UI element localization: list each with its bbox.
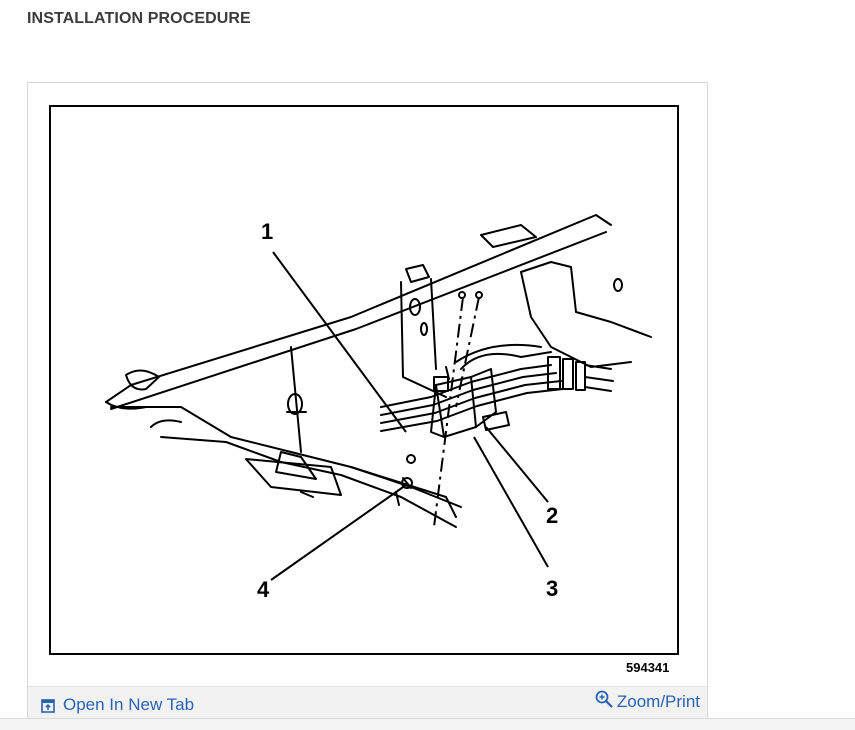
frame-rail-upper-inner [110, 231, 607, 410]
zoom-print-link[interactable]: Zoom/Print [595, 690, 700, 712]
brake-line-3 [380, 380, 562, 424]
callout-3: 3 [546, 576, 558, 601]
frame-line-drawing: 1 2 3 4 [105, 214, 652, 602]
callout-4: 4 [257, 577, 270, 602]
technical-illustration[interactable]: 1 2 3 4 [49, 105, 679, 655]
page-title: INSTALLATION PROCEDURE [27, 10, 251, 27]
figure-number: 594341 [626, 660, 670, 675]
open-in-new-tab-label: Open In New Tab [63, 695, 195, 714]
open-in-new-tab-icon [41, 698, 55, 713]
open-in-new-tab-link[interactable]: Open In New Tab [41, 695, 194, 715]
figure-card: 1 2 3 4 594341 Open In New Tab [27, 82, 708, 720]
leader-4 [270, 484, 407, 581]
leader-2 [485, 426, 549, 503]
leader-1 [272, 251, 407, 433]
callout-2: 2 [546, 503, 558, 528]
callout-1: 1 [261, 219, 273, 244]
zoom-print-label: Zoom/Print [616, 692, 700, 711]
zoom-magnifier-icon [595, 690, 613, 708]
frame-rail-upper [105, 214, 612, 403]
figure-toolbar: Open In New Tab Zoom/Print [28, 686, 707, 720]
leader-3 [473, 436, 549, 568]
bottom-divider [0, 718, 855, 730]
